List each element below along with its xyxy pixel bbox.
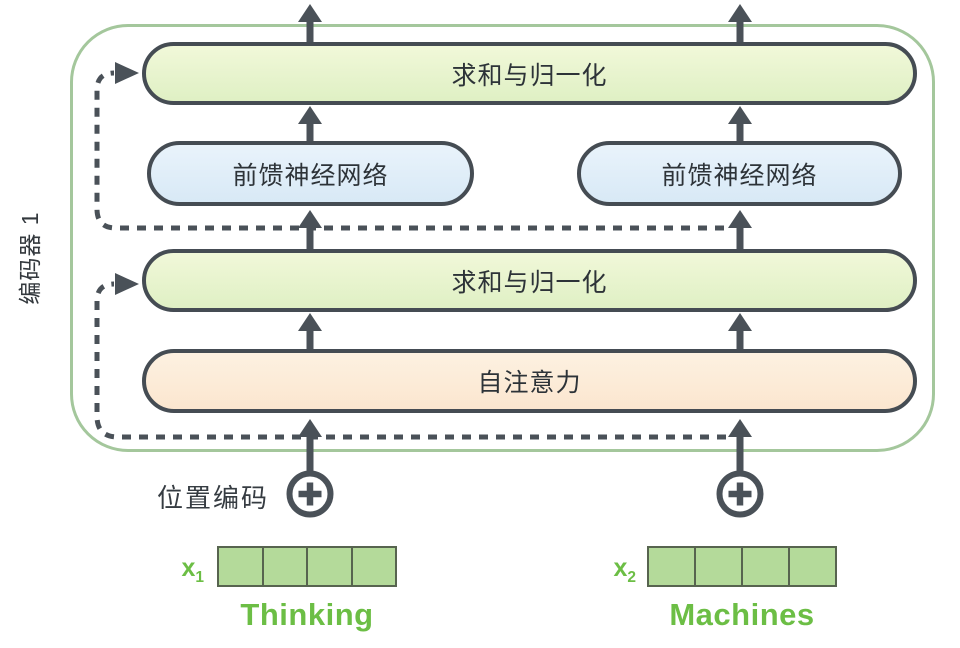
embedding-label-x2: x2	[592, 554, 636, 587]
input-word-machines: Machines	[669, 597, 815, 632]
embedding-vector-x2	[647, 546, 837, 587]
up-arrow-addnorm-to-ffn-left	[298, 210, 322, 252]
residual-arrowhead-mid	[115, 273, 139, 295]
up-arrow-input-to-attn-left	[298, 419, 322, 472]
embedding-cell	[694, 548, 741, 585]
embedding-cell	[261, 548, 306, 585]
x1-subscript: 1	[195, 569, 204, 586]
residual-path-ffn	[94, 70, 724, 231]
block-add-normalize-mid: 求和与归一化	[142, 249, 917, 312]
x2-subscript: 2	[627, 569, 636, 586]
up-arrow-ffn-to-addnorm-left	[298, 106, 322, 145]
x2-base: x	[613, 554, 628, 582]
encoder-outline	[70, 24, 935, 452]
input-word-thinking: Thinking	[240, 597, 374, 632]
block-add-normalize-top: 求和与归一化	[142, 42, 917, 105]
residual-path-attention	[94, 281, 726, 440]
embedding-cell	[306, 548, 351, 585]
embedding-cell	[741, 548, 788, 585]
encoder-label: 编码器 1	[17, 211, 43, 305]
embedding-cell	[350, 548, 395, 585]
block-self-attention: 自注意力	[142, 349, 917, 413]
up-arrow-attn-to-addnorm-right	[728, 313, 752, 352]
up-arrow-ffn-to-addnorm-right	[728, 106, 752, 145]
up-arrow-input-to-attn-right	[728, 419, 752, 472]
up-arrow-output-left	[298, 4, 322, 47]
embedding-vector-x1	[217, 546, 397, 587]
up-arrow-attn-to-addnorm-left	[298, 313, 322, 352]
plus-circle-icon-left	[286, 470, 334, 518]
positional-encoding-label: 位置编码	[157, 483, 270, 513]
embedding-cell	[219, 548, 262, 585]
residual-arrowhead-top	[115, 62, 139, 84]
up-arrow-output-right	[728, 4, 752, 47]
embedding-label-x1: x1	[160, 554, 204, 587]
block-feed-forward-right: 前馈神经网络	[577, 141, 902, 206]
block-feed-forward-left: 前馈神经网络	[147, 141, 474, 206]
embedding-cell	[788, 548, 835, 585]
plus-circle-icon-right	[716, 470, 764, 518]
up-arrow-addnorm-to-ffn-right	[728, 210, 752, 252]
x1-base: x	[181, 554, 196, 582]
embedding-cell	[649, 548, 694, 585]
